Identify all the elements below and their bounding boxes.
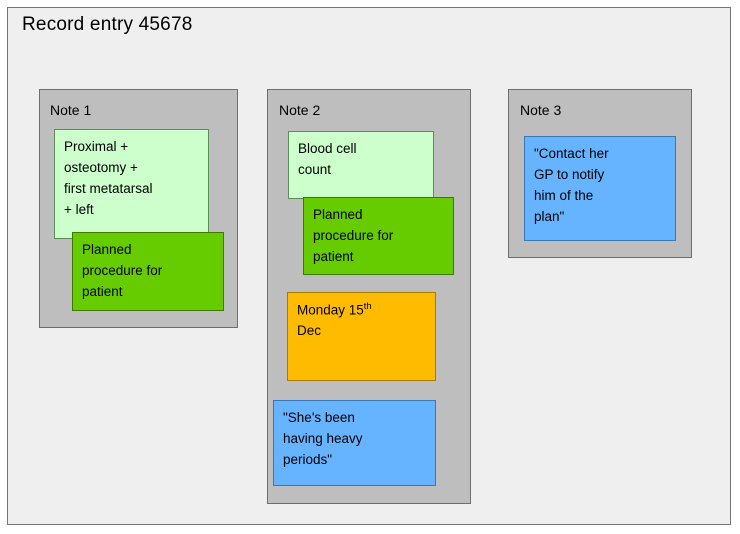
note-group-1-title: Note 1: [50, 102, 92, 118]
card-proximal-osteotomy[interactable]: Proximal + osteotomy + first metatarsal …: [54, 129, 209, 239]
card-contact-gp-quote[interactable]: "Contact her GP to notify him of the pla…: [524, 136, 676, 241]
card-date-ordinal: th: [363, 301, 372, 312]
card-date-monday[interactable]: Monday 15th Dec: [287, 292, 436, 381]
card-planned-procedure-1[interactable]: Planned procedure for patient: [72, 232, 224, 311]
card-planned-procedure-2[interactable]: Planned procedure for patient: [303, 197, 454, 275]
card-blood-cell-count[interactable]: Blood cell count: [288, 131, 434, 199]
note-group-2-title: Note 2: [279, 102, 321, 118]
card-heavy-periods-quote[interactable]: "She's been having heavy periods": [273, 400, 436, 486]
card-date-main: Monday 15: [297, 302, 364, 318]
page-title: Record entry 45678: [22, 14, 193, 35]
note-group-3-title: Note 3: [520, 102, 562, 118]
card-date-rest: Dec: [297, 323, 322, 339]
